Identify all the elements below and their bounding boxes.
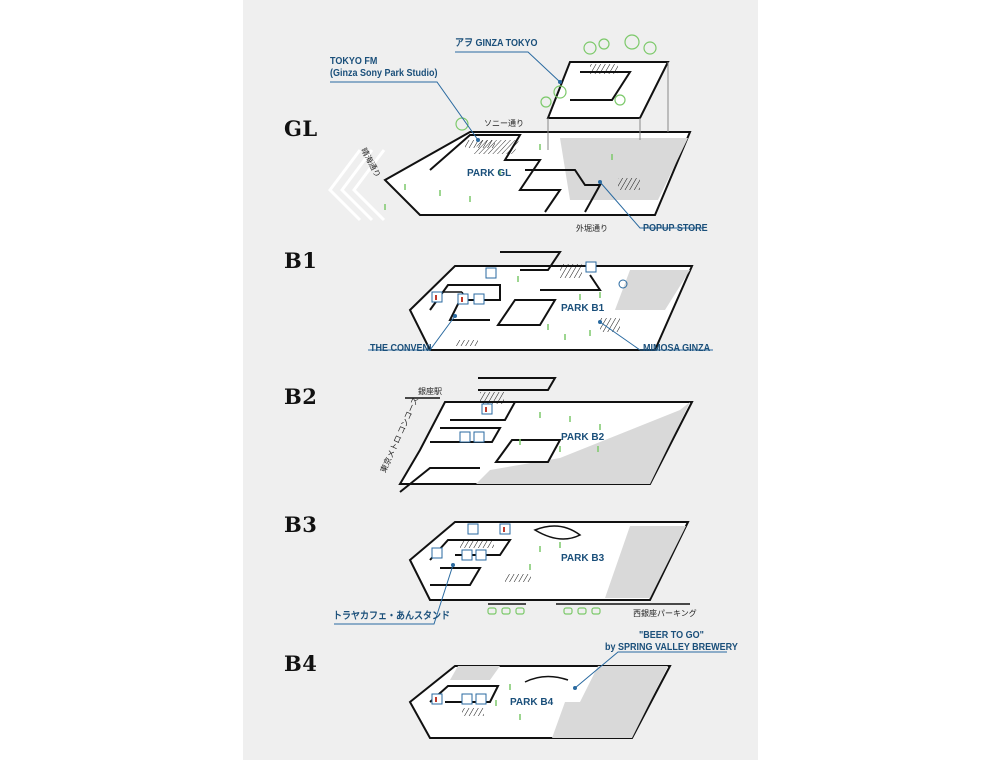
floor-b3-drawing [408,521,690,615]
floor-b1-drawing [408,251,694,351]
plants [519,412,601,452]
callout-leaders [330,51,727,689]
plants [529,542,561,570]
park-label-b1: PARK B1 [561,303,605,314]
b3-shade [605,526,686,598]
map-panel [243,0,758,760]
b2-shade [476,402,690,484]
b4-shade-top [450,666,500,680]
station-label-ginza: 銀座駅 [418,387,442,396]
callout-mimosa-ginza[interactable]: MIMOSA GINZA [643,343,711,354]
floor-b2-drawing [398,377,694,493]
floor-gl-drawing [328,34,692,222]
park-label-b2: PARK B2 [561,432,605,443]
callout-the-conveni[interactable]: THE CONVENI [370,343,432,354]
callout-beer-to-go[interactable]: "BEER TO GO" by SPRING VALLEY BREWERY [605,630,738,654]
callout-beer-line2: by SPRING VALLEY BREWERY [605,642,738,653]
parking-label-nishi-ginza: 西銀座パーキング [633,609,697,618]
callout-popup-store[interactable]: POPUP STORE [643,223,708,234]
gl-shade [560,138,688,200]
callout-beer-line1: "BEER TO GO" [638,630,704,641]
floor-label-b1: B1 [284,248,318,273]
plants [384,144,613,210]
street-label-sotobori: 外堀通り [576,224,608,233]
street-stripes [328,149,386,222]
tree-cluster [455,34,657,131]
plants [517,276,601,340]
floor-label-b3: B3 [284,512,318,537]
plants [495,684,521,720]
street-label-sony: ソニー通り [484,119,524,128]
floor-label-gl: GL [284,116,318,141]
park-label-b3: PARK B3 [561,553,605,564]
callout-tokyo-fm-line1: TOKYO FM [330,56,378,67]
callout-ginza-tokyo[interactable]: アヲ GINZA TOKYO [455,38,538,49]
b1-shade [615,270,690,310]
park-label-b4: PARK B4 [510,697,554,708]
leader-dots [451,80,602,690]
floor-label-b2: B2 [284,384,318,409]
parking-cars [487,607,601,615]
b4-shade [552,666,668,738]
callout-toraya[interactable]: トラヤカフェ・あんスタンド [333,611,450,622]
callout-tokyo-fm[interactable]: TOKYO FM (Ginza Sony Park Studio) [330,56,438,80]
floor-label-b4: B4 [284,651,318,676]
callout-tokyo-fm-line2: (Ginza Sony Park Studio) [330,68,438,79]
park-label-gl: PARK GL [467,168,512,179]
floor-b4-drawing [408,665,672,739]
